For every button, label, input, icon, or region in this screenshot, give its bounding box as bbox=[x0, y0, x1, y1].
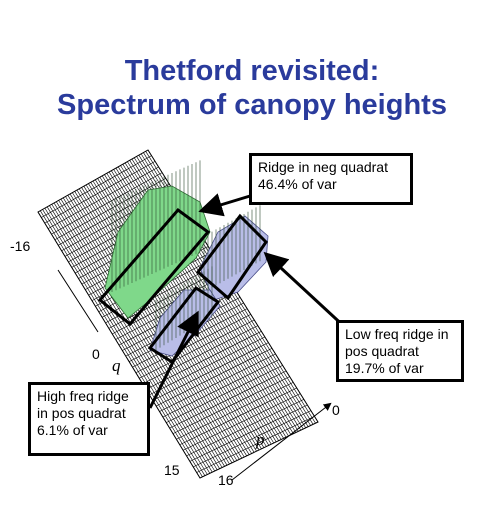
q-zero-label: 0 bbox=[92, 346, 100, 362]
q-axis-label: q bbox=[112, 356, 121, 375]
callout-low-line-2: pos quadrat bbox=[345, 343, 419, 359]
callout-low-line-3: 19.7% of var bbox=[345, 360, 424, 376]
callout-high-freq: High freq ridge in pos quadrat 6.1% of v… bbox=[28, 382, 150, 456]
q-min-label: -16 bbox=[10, 238, 31, 254]
green-ridge-mesh bbox=[111, 160, 201, 292]
arrow-low-freq bbox=[263, 251, 350, 332]
arrow-neg-quadrat bbox=[198, 193, 251, 217]
p-axis-arrow bbox=[231, 402, 332, 481]
callout-neg-line-1: Ridge in neg quadrat bbox=[258, 159, 388, 175]
low-freq-box bbox=[195, 213, 268, 301]
callout-neg-quadrat: Ridge in neg quadrat 46.4% of var bbox=[249, 153, 413, 205]
callout-low-freq: Low freq ridge in pos quadrat 19.7% of v… bbox=[336, 320, 464, 382]
q-axis-arrow bbox=[57, 269, 99, 333]
callout-high-line-1: High freq ridge bbox=[37, 388, 129, 404]
neg-quadrat-box bbox=[97, 207, 211, 327]
callout-high-line-2: in pos quadrat bbox=[37, 405, 126, 421]
arrow-high-freq bbox=[148, 310, 199, 409]
callout-high-line-3: 6.1% of var bbox=[37, 422, 108, 438]
title-line-2: Spectrum of canopy heights bbox=[57, 89, 447, 121]
p-zero-label: 0 bbox=[332, 402, 340, 418]
blue-ridge-low-freq bbox=[199, 215, 269, 301]
p-max-label: 16 bbox=[218, 472, 234, 488]
callout-neg-line-2: 46.4% of var bbox=[258, 176, 337, 192]
p-axis-label: p bbox=[256, 430, 265, 449]
q-max-label: 15 bbox=[164, 462, 180, 478]
title-line-1: Thetford revisited: bbox=[124, 55, 380, 87]
high-freq-box bbox=[147, 285, 221, 365]
callout-low-line-1: Low freq ridge in bbox=[345, 326, 449, 342]
